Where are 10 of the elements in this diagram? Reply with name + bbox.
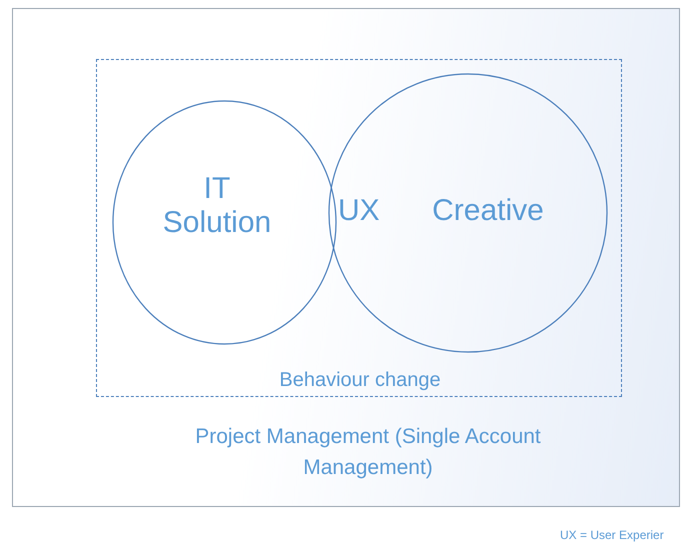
group-title: Project Management (Single Account Management) <box>194 424 542 481</box>
circle-label: IT Solution <box>162 172 272 240</box>
venn-circle <box>328 73 608 353</box>
dashed-frame <box>96 59 622 397</box>
circle-label: Creative <box>431 194 545 228</box>
overlap-label: UX <box>338 194 380 228</box>
outer-panel <box>12 8 680 507</box>
venn-circle <box>112 100 337 345</box>
footnote: UX = User Experier <box>560 528 664 542</box>
frame-title: Behaviour change <box>278 369 442 392</box>
